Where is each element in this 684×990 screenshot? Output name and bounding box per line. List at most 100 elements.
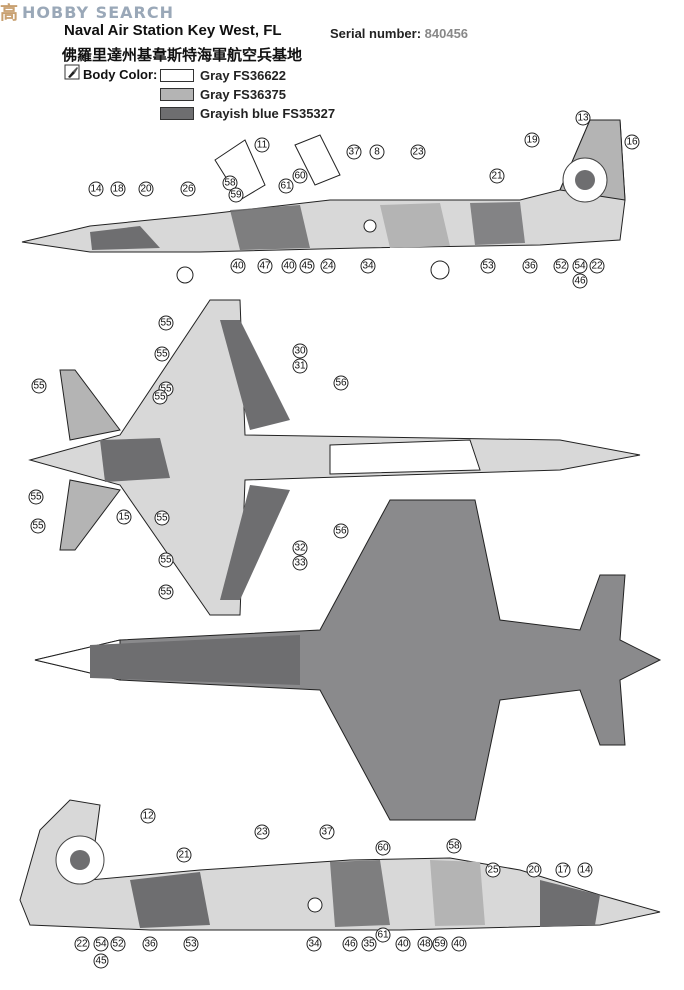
left-side-view — [21, 119, 626, 284]
svg-text:52: 52 — [112, 939, 124, 950]
callout-right_side-53: 53 — [183, 936, 199, 952]
callout-right_side-17: 17 — [555, 862, 571, 878]
callout-right_side-36: 36 — [142, 936, 158, 952]
svg-text:18: 18 — [112, 184, 124, 195]
callout-right_side-45: 45 — [93, 953, 109, 969]
svg-text:21: 21 — [491, 171, 503, 182]
callout-top_view-31: 31 — [292, 358, 308, 374]
sheet-title: Naval Air Station Key West, FL — [64, 22, 282, 39]
callout-left_side-23: 23 — [410, 144, 426, 160]
callout-right_side-54: 54 — [93, 936, 109, 952]
callout-left_side-21: 21 — [489, 168, 505, 184]
svg-text:56: 56 — [335, 526, 347, 537]
callout-right_side-40: 40 — [451, 936, 467, 952]
svg-text:40: 40 — [232, 261, 244, 272]
svg-text:36: 36 — [144, 939, 156, 950]
callout-right_side-60: 60 — [375, 840, 391, 856]
serial-number: Serial number: 840456 — [330, 26, 468, 41]
svg-text:60: 60 — [377, 843, 389, 854]
svg-text:46: 46 — [344, 939, 356, 950]
right-side-view — [19, 799, 661, 931]
callout-right_side-14: 14 — [577, 862, 593, 878]
legend-label: Gray FS36622 — [200, 68, 287, 83]
svg-text:13: 13 — [577, 113, 589, 124]
svg-text:32: 32 — [294, 543, 306, 554]
svg-text:20: 20 — [140, 184, 152, 195]
legend-grayish-blue-35327: Grayish blue FS35327 — [160, 106, 335, 121]
callout-top_view-32: 32 — [292, 540, 308, 556]
callout-right_side-59: 59 — [432, 936, 448, 952]
svg-text:12: 12 — [142, 811, 154, 822]
swatch-gray-36375 — [160, 88, 194, 101]
svg-text:55: 55 — [154, 392, 166, 403]
svg-text:52: 52 — [555, 261, 567, 272]
callout-left_side-22: 22 — [589, 258, 605, 274]
svg-text:45: 45 — [301, 261, 313, 272]
callout-right_side-61: 61 — [375, 927, 391, 943]
callout-left_side-14: 14 — [88, 181, 104, 197]
svg-text:22: 22 — [591, 261, 603, 272]
svg-text:59: 59 — [230, 190, 242, 201]
svg-text:47: 47 — [259, 261, 271, 272]
svg-text:30: 30 — [294, 346, 306, 357]
callout-left_side-40: 40 — [230, 258, 246, 274]
callout-left_side-40: 40 — [281, 258, 297, 274]
swatch-gray-36622 — [160, 69, 194, 82]
callout-left_side-58: 58 — [222, 175, 238, 191]
callout-left_side-24: 24 — [320, 258, 336, 274]
callout-right_side-22: 22 — [74, 936, 90, 952]
svg-text:55: 55 — [33, 381, 45, 392]
svg-text:55: 55 — [160, 384, 172, 395]
bottom-view — [34, 499, 662, 821]
svg-text:55: 55 — [160, 555, 172, 566]
svg-text:21: 21 — [178, 850, 190, 861]
svg-text:26: 26 — [182, 184, 194, 195]
callout-top_view-33: 33 — [292, 555, 308, 571]
svg-text:56: 56 — [335, 378, 347, 389]
watermark-cn: 高 — [0, 3, 18, 24]
callout-left_side-37: 37 — [346, 144, 362, 160]
svg-text:34: 34 — [308, 939, 320, 950]
callout-left_side-26: 26 — [180, 181, 196, 197]
callout-right_side-48: 48 — [417, 936, 433, 952]
svg-text:22: 22 — [76, 939, 88, 950]
svg-text:34: 34 — [362, 261, 374, 272]
svg-text:15: 15 — [118, 512, 130, 523]
top-view — [28, 299, 641, 616]
body-color-label: Body Color: — [83, 67, 158, 82]
callout-left_side-19: 19 — [524, 132, 540, 148]
svg-text:36: 36 — [524, 261, 536, 272]
svg-text:55: 55 — [156, 349, 168, 360]
legend-label: Grayish blue FS35327 — [200, 106, 336, 121]
sheet-title-cn: 佛羅里達州基韋斯特海軍航空兵基地 — [62, 46, 303, 64]
svg-text:17: 17 — [557, 865, 569, 876]
callout-right_side-34: 34 — [306, 936, 322, 952]
callout-right_side-35: 35 — [361, 936, 377, 952]
callout-left_side-34: 34 — [360, 258, 376, 274]
callout-left_side-46: 46 — [572, 273, 588, 289]
callout-right_side-37: 37 — [319, 824, 335, 840]
legend-gray-36375: Gray FS36375 — [160, 87, 286, 102]
svg-text:8: 8 — [374, 147, 380, 158]
callout-top_view-55: 55 — [31, 378, 47, 394]
callout-left_side-61: 61 — [278, 178, 294, 194]
callout-top_view-55: 55 — [152, 389, 168, 405]
callout-top_view-55: 55 — [158, 315, 174, 331]
svg-text:37: 37 — [321, 827, 333, 838]
callout-top_view-30: 30 — [292, 343, 308, 359]
callout-left_side-13: 13 — [575, 110, 591, 126]
svg-text:58: 58 — [448, 841, 460, 852]
svg-text:19: 19 — [526, 135, 538, 146]
callout-left_side-47: 47 — [257, 258, 273, 274]
callout-right_side-40: 40 — [395, 936, 411, 952]
callout-left_side-45: 45 — [299, 258, 315, 274]
svg-text:37: 37 — [348, 147, 360, 158]
callout-left_side-11: 11 — [254, 137, 270, 153]
callout-right_side-52: 52 — [110, 936, 126, 952]
svg-text:55: 55 — [160, 587, 172, 598]
callout-right_side-21: 21 — [176, 847, 192, 863]
svg-text:58: 58 — [224, 178, 236, 189]
callout-top_view-55: 55 — [154, 346, 170, 362]
svg-text:20: 20 — [528, 865, 540, 876]
